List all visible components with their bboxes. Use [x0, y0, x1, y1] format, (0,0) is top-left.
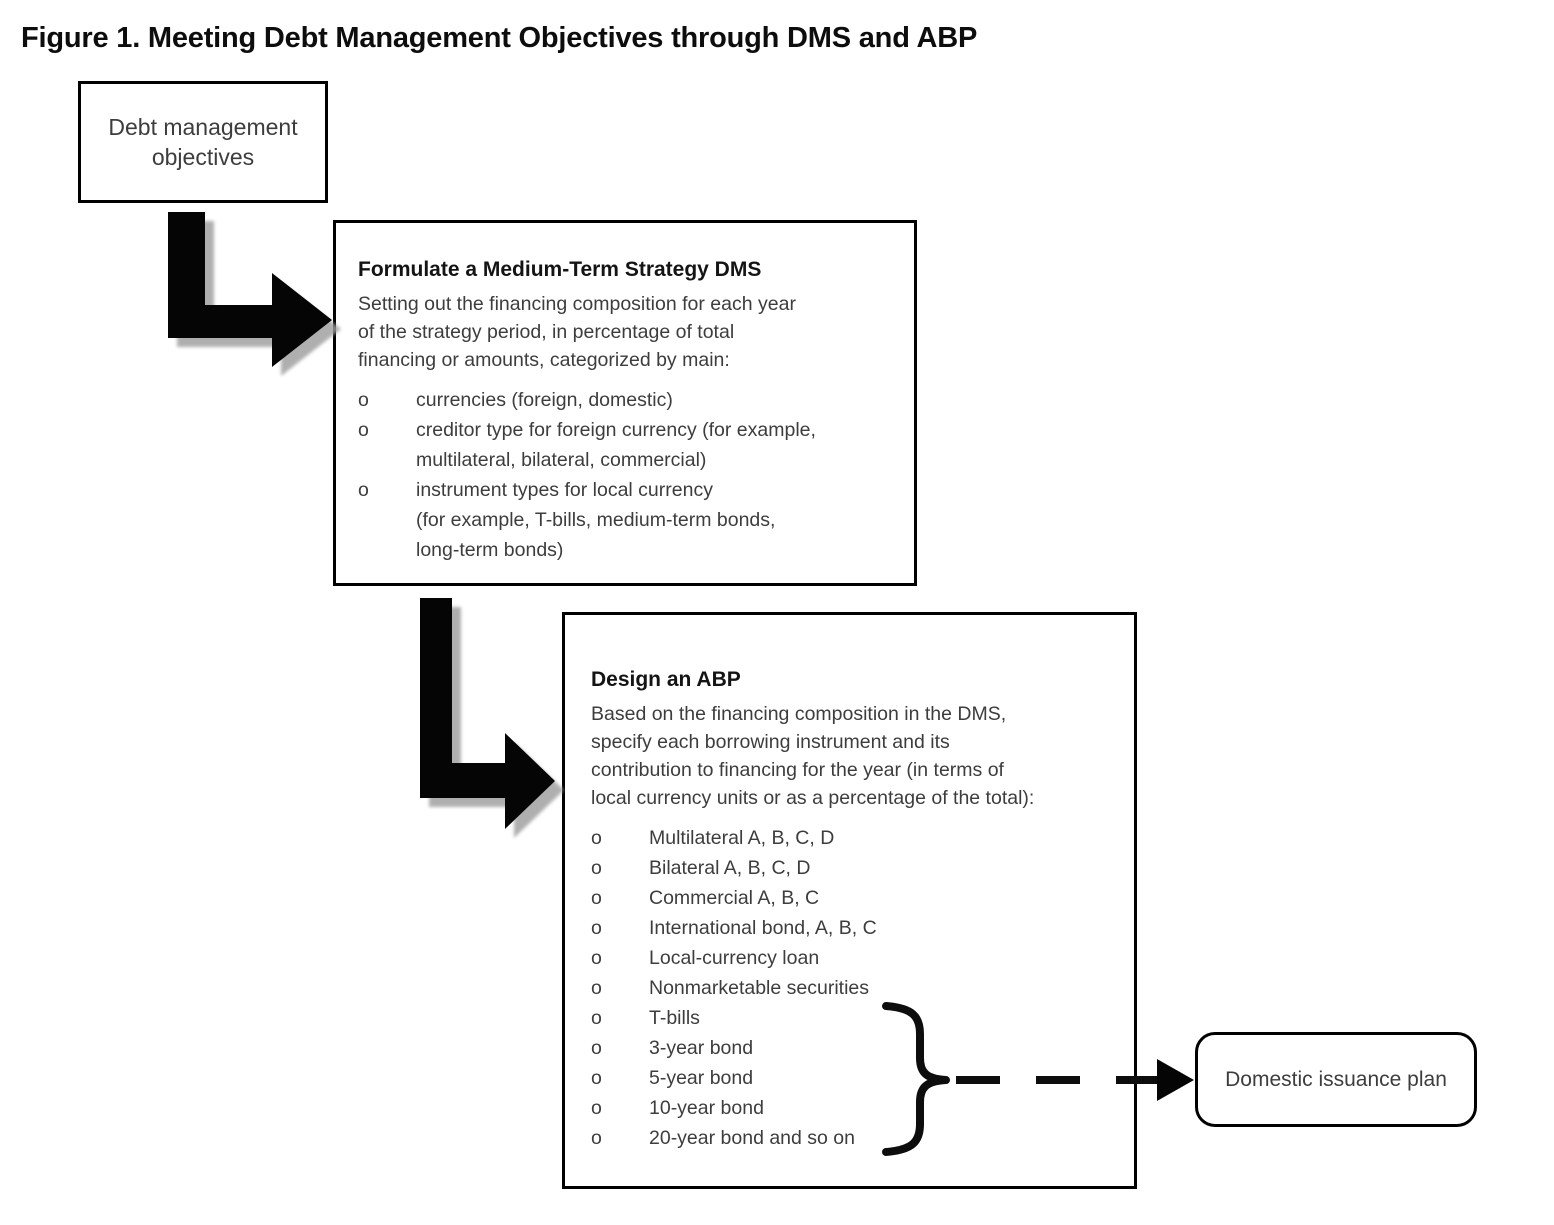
node-domestic-issuance-plan-label: Domestic issuance plan [1225, 1067, 1447, 1091]
abp-bullet-item: o Multilateral A, B, C, D [591, 823, 1130, 853]
abp-bullet-list: o Multilateral A, B, C, D o Bilateral A,… [591, 823, 1130, 1153]
abp-bullet-text: Nonmarketable securities [649, 977, 870, 999]
bullet-marker: o [591, 1007, 602, 1029]
bullet-marker: o [358, 479, 369, 501]
bullet-marker: o [591, 977, 602, 999]
abp-bullet-item: o 3-year bond [591, 1033, 1130, 1063]
abp-bullet-text: 10-year bond [649, 1097, 764, 1119]
dms-bullet-text: currencies (foreign, domestic) [416, 389, 673, 411]
abp-bullet-text: Multilateral A, B, C, D [649, 827, 835, 849]
abp-body: Based on the financing composition in th… [591, 703, 1035, 809]
abp-bullet-item: o T-bills [591, 1003, 1130, 1033]
abp-bullet-text: Local-currency loan [649, 947, 820, 969]
dms-bullet-text: instrument types for local currency (for… [416, 479, 776, 561]
bullet-marker: o [358, 419, 369, 441]
abp-bullet-text: 3-year bond [649, 1037, 754, 1059]
bullet-marker: o [591, 1127, 602, 1149]
bullet-marker: o [591, 827, 602, 849]
bullet-marker: o [591, 917, 602, 939]
bullet-marker: o [591, 887, 602, 909]
node-formulate-dms: Formulate a Medium-Term Strategy DMS Set… [333, 220, 917, 586]
node-debt-management-objectives: Debt management objectives [78, 81, 328, 203]
abp-bullet-item: o 10-year bond [591, 1093, 1130, 1123]
dms-bullet-item: o currencies (foreign, domestic) [358, 385, 910, 415]
dms-bullet-text: creditor type for foreign currency (for … [416, 419, 816, 471]
bullet-marker: o [591, 947, 602, 969]
dms-bullet-list: o currencies (foreign, domestic) o credi… [358, 385, 910, 565]
dms-heading: Formulate a Medium-Term Strategy DMS [358, 258, 762, 281]
node-design-abp: Design an ABP Based on the financing com… [562, 612, 1137, 1189]
abp-bullet-item: o Nonmarketable securities [591, 973, 1130, 1003]
bullet-marker: o [591, 1097, 602, 1119]
arrow-dms-to-abp-icon [420, 598, 564, 838]
abp-bullet-text: 20-year bond and so on [649, 1127, 855, 1149]
dms-bullet-item: o instrument types for local currency (f… [358, 475, 910, 565]
abp-bullet-text: T-bills [649, 1007, 700, 1029]
abp-bullet-text: International bond, A, B, C [649, 917, 877, 939]
abp-bullet-text: 5-year bond [649, 1067, 754, 1089]
figure-title: Figure 1. Meeting Debt Management Object… [21, 22, 978, 54]
abp-bullet-item: o Local-currency loan [591, 943, 1130, 973]
abp-bullet-item: o 5-year bond [591, 1063, 1130, 1093]
dms-bullet-item: o creditor type for foreign currency (fo… [358, 415, 910, 475]
abp-bullet-text: Bilateral A, B, C, D [649, 857, 811, 879]
abp-bullet-text: Commercial A, B, C [649, 887, 820, 909]
abp-bullet-item: o 20-year bond and so on [591, 1123, 1130, 1153]
node-domestic-issuance-plan: Domestic issuance plan [1195, 1032, 1477, 1127]
arrow-objectives-to-dms-icon [168, 212, 341, 376]
dms-body: Setting out the financing composition fo… [358, 293, 796, 371]
abp-heading: Design an ABP [591, 668, 741, 691]
abp-bullet-item: o Bilateral A, B, C, D [591, 853, 1130, 883]
node-debt-management-objectives-label: Debt management objectives [108, 114, 298, 170]
abp-bullet-item: o International bond, A, B, C [591, 913, 1130, 943]
abp-bullet-item: o Commercial A, B, C [591, 883, 1130, 913]
bullet-marker: o [591, 1067, 602, 1089]
bullet-marker: o [591, 857, 602, 879]
bullet-marker: o [358, 389, 369, 411]
bullet-marker: o [591, 1037, 602, 1059]
